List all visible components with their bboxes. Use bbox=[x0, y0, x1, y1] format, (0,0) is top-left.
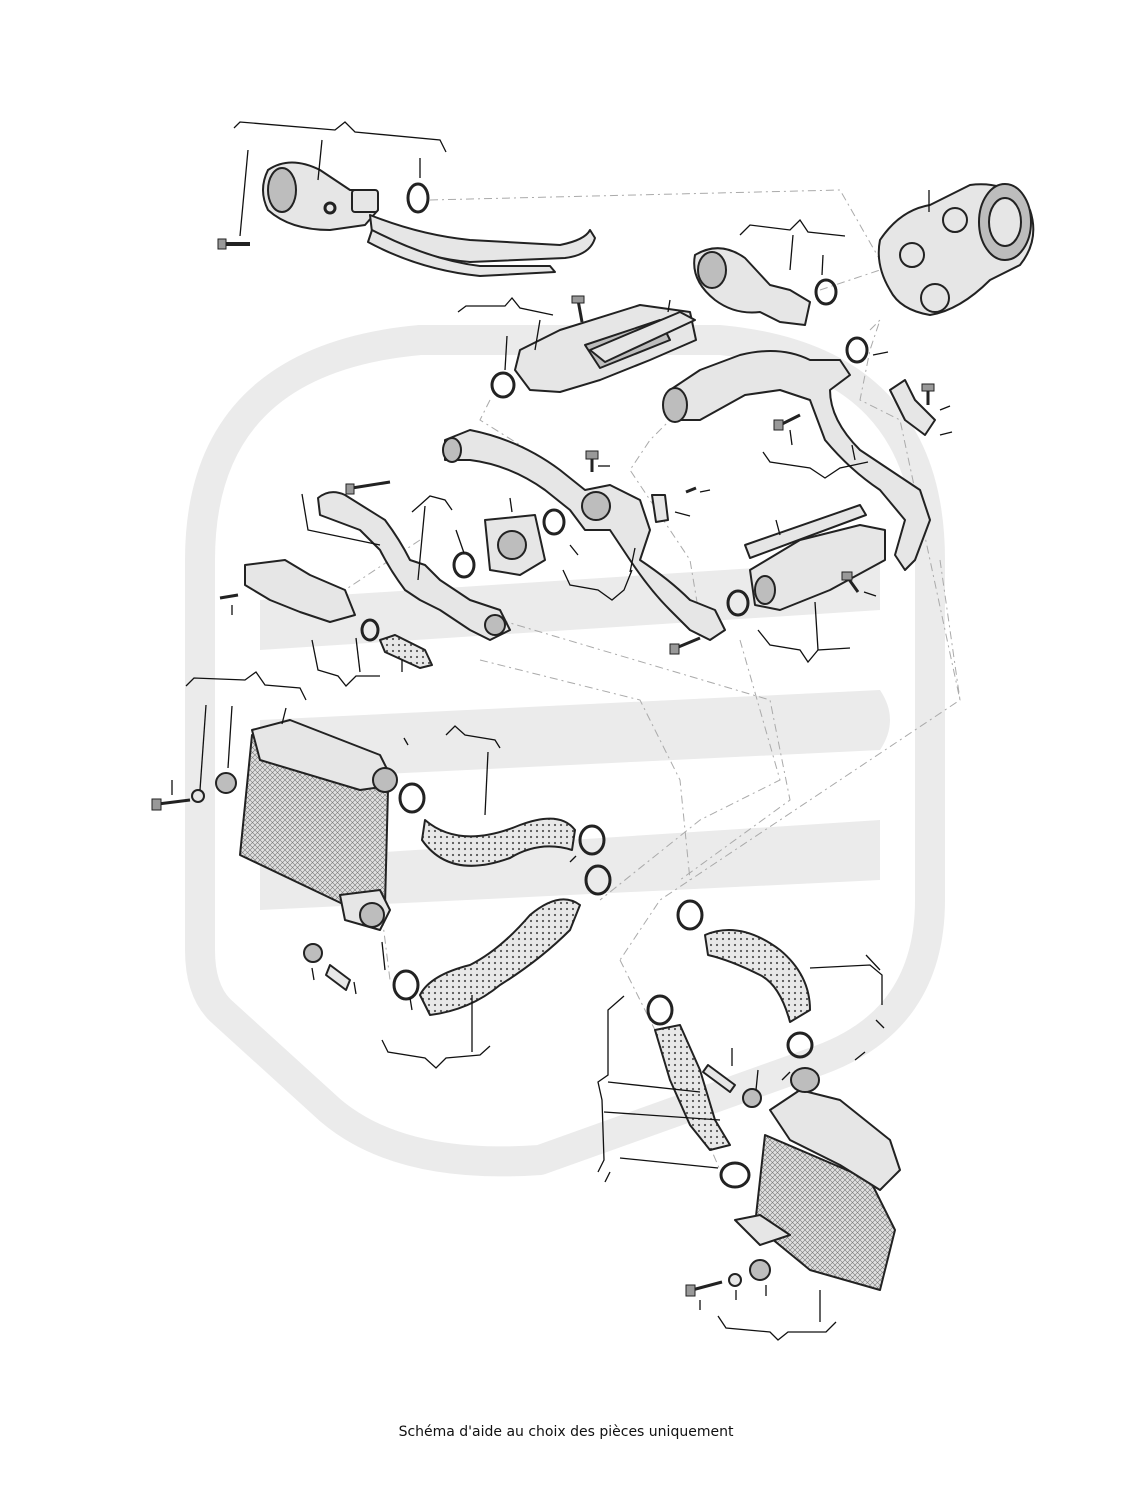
bolt-icon bbox=[685, 486, 697, 494]
bolt-icon bbox=[921, 383, 935, 405]
bracket[interactable] bbox=[889, 379, 936, 436]
leader-lines bbox=[171, 121, 953, 1341]
bolt-icon bbox=[685, 1280, 723, 1297]
air-duct[interactable] bbox=[244, 559, 356, 623]
charge-hose-right-upper[interactable] bbox=[704, 929, 811, 1023]
catalytic-converter-rear[interactable] bbox=[262, 161, 596, 277]
bolt-icon bbox=[669, 636, 701, 655]
exhaust-pipe-right[interactable] bbox=[662, 350, 931, 571]
washer bbox=[191, 789, 205, 803]
clamp-icon bbox=[719, 1161, 751, 1189]
catalytic-converter-front[interactable] bbox=[693, 247, 811, 326]
grommet bbox=[303, 943, 323, 963]
charge-hose-lower-left[interactable] bbox=[419, 898, 581, 1016]
sensor[interactable] bbox=[651, 494, 669, 523]
clamp-icon bbox=[646, 994, 674, 1026]
clamp-icon bbox=[786, 1031, 814, 1059]
clamp-icon bbox=[360, 618, 380, 642]
diagram-caption: Schéma d'aide au choix des pièces unique… bbox=[398, 1424, 734, 1440]
bolt-icon bbox=[841, 571, 860, 593]
bolt-icon bbox=[217, 238, 250, 250]
crossover-pipe[interactable] bbox=[442, 429, 726, 641]
bolt-icon bbox=[571, 295, 585, 323]
clamp-icon bbox=[578, 824, 606, 856]
gasket[interactable] bbox=[744, 504, 867, 559]
bolt-icon bbox=[773, 413, 801, 431]
clamp-icon bbox=[676, 899, 704, 931]
bolt-icon bbox=[345, 480, 391, 495]
o-ring-icon bbox=[726, 589, 750, 617]
small-hose[interactable] bbox=[379, 634, 433, 669]
watermark-logo bbox=[185, 325, 945, 1177]
o-ring-icon bbox=[406, 182, 430, 214]
charge-pipe-left[interactable] bbox=[317, 491, 511, 641]
clamp-icon bbox=[398, 782, 426, 814]
bolt-icon bbox=[151, 798, 191, 811]
clamp-icon bbox=[584, 864, 612, 896]
washer bbox=[728, 1273, 742, 1287]
charge-hose-upper-left[interactable] bbox=[421, 817, 576, 867]
intake-manifold-right[interactable] bbox=[749, 524, 886, 611]
turbocharger[interactable] bbox=[877, 183, 1035, 316]
intercooler-right[interactable] bbox=[734, 1067, 901, 1291]
intercooler-left[interactable] bbox=[239, 719, 398, 931]
bolt-icon bbox=[585, 450, 599, 472]
clamp-icon bbox=[392, 969, 420, 1001]
o-ring-icon bbox=[814, 278, 838, 306]
grommet bbox=[749, 1259, 771, 1281]
bolt-icon bbox=[219, 593, 239, 600]
o-ring-icon bbox=[490, 371, 516, 399]
o-ring-icon bbox=[452, 551, 476, 579]
exhaust-manifold-left[interactable] bbox=[514, 304, 697, 393]
stud bbox=[702, 1064, 736, 1093]
o-ring-icon bbox=[845, 336, 869, 364]
stud bbox=[325, 964, 351, 991]
throttle-body[interactable] bbox=[484, 514, 546, 576]
grommet bbox=[215, 772, 237, 794]
grommet bbox=[742, 1088, 762, 1108]
o-ring-icon bbox=[542, 508, 566, 536]
